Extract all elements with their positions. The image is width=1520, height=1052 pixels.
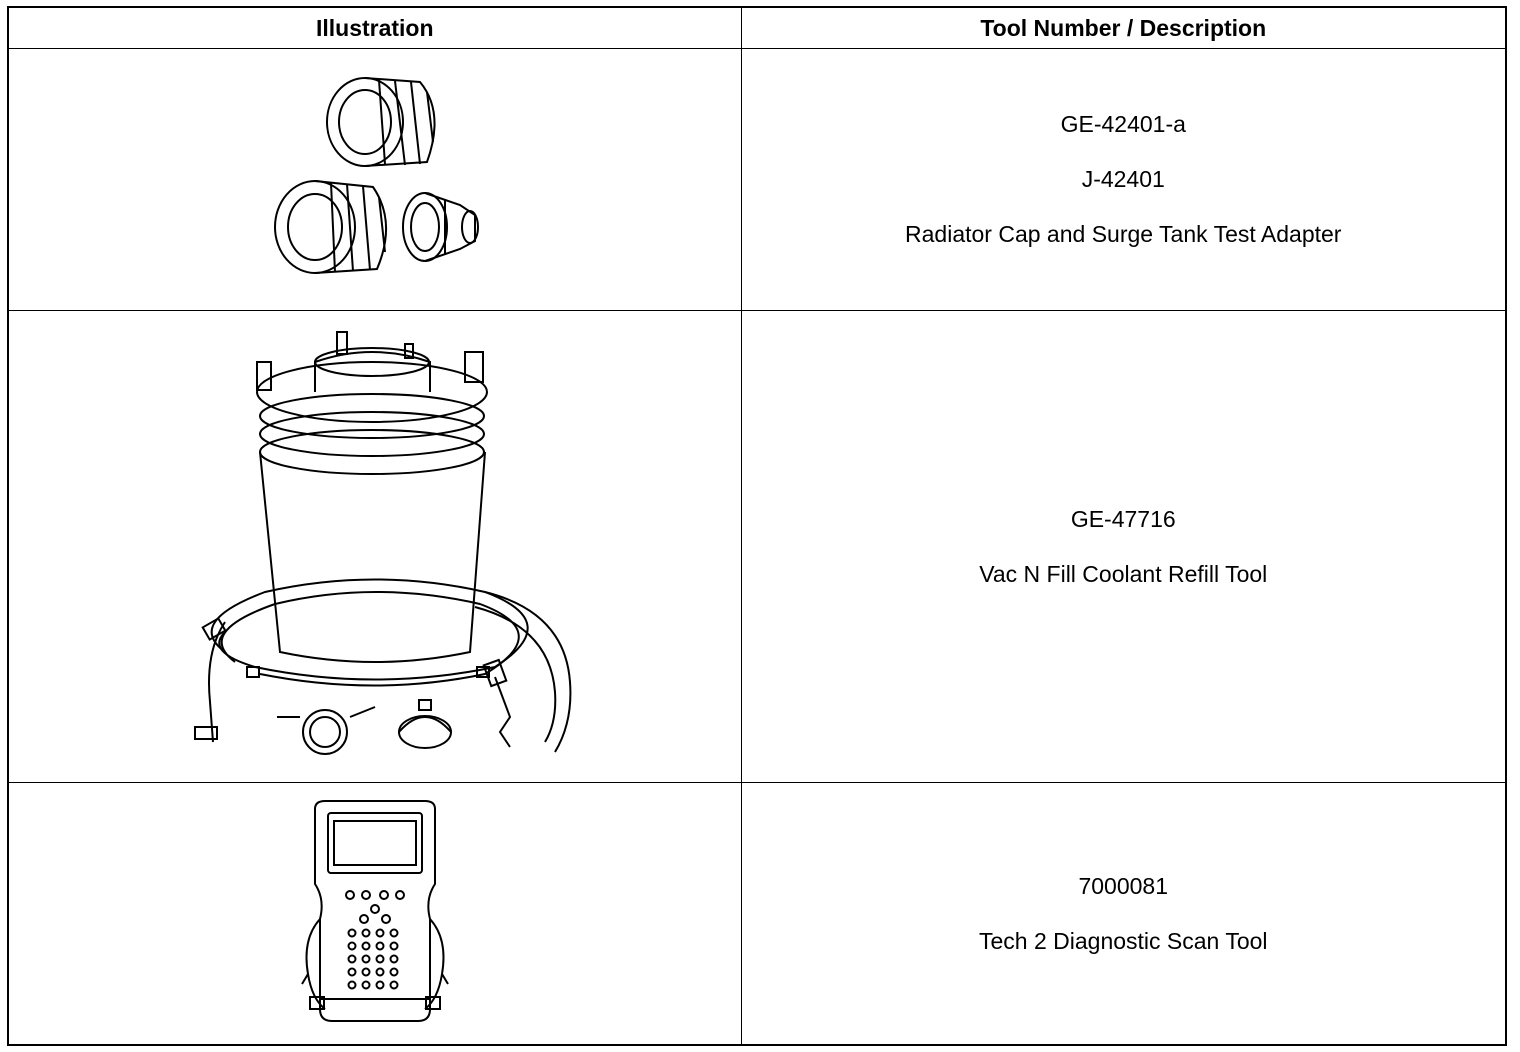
table-row: 7000081 Tech 2 Diagnostic Scan Tool [7,782,1507,1046]
illustration-cell [7,782,742,1046]
illustration-header: Illustration [7,6,742,49]
tool-description: Tech 2 Diagnostic Scan Tool [978,927,1268,954]
tool-description: Radiator Cap and Surge Tank Test Adapter [905,221,1342,247]
table-row: GE-42401-a J-42401 Radiator Cap and Surg… [7,48,1507,311]
coolant-refill-bucket-icon [193,330,572,755]
scan-tool-icon [300,799,449,1022]
tool-number: 7000081 [1078,872,1169,899]
tool-number: GE-42401-a [1060,111,1186,137]
header-row: Illustration Tool Number / Description [7,6,1507,49]
illustration-cell [7,310,742,783]
tool-number: GE-47716 [1070,505,1176,532]
description-header: Tool Number / Description [740,6,1507,49]
description-cell: 7000081 Tech 2 Diagnostic Scan Tool [740,782,1507,1046]
radiator-cap-adapters-icon [273,77,479,274]
description-cell: GE-47716 Vac N Fill Coolant Refill Tool [740,310,1507,783]
tool-description: Vac N Fill Coolant Refill Tool [979,560,1268,587]
tool-number-alt: J-42401 [1081,166,1165,192]
illustration-cell [7,48,742,311]
description-cell: GE-42401-a J-42401 Radiator Cap and Surg… [740,48,1507,311]
special-tools-table: Illustration Tool Number / Description [7,6,1507,1046]
table-row: GE-47716 Vac N Fill Coolant Refill Tool [7,310,1507,783]
